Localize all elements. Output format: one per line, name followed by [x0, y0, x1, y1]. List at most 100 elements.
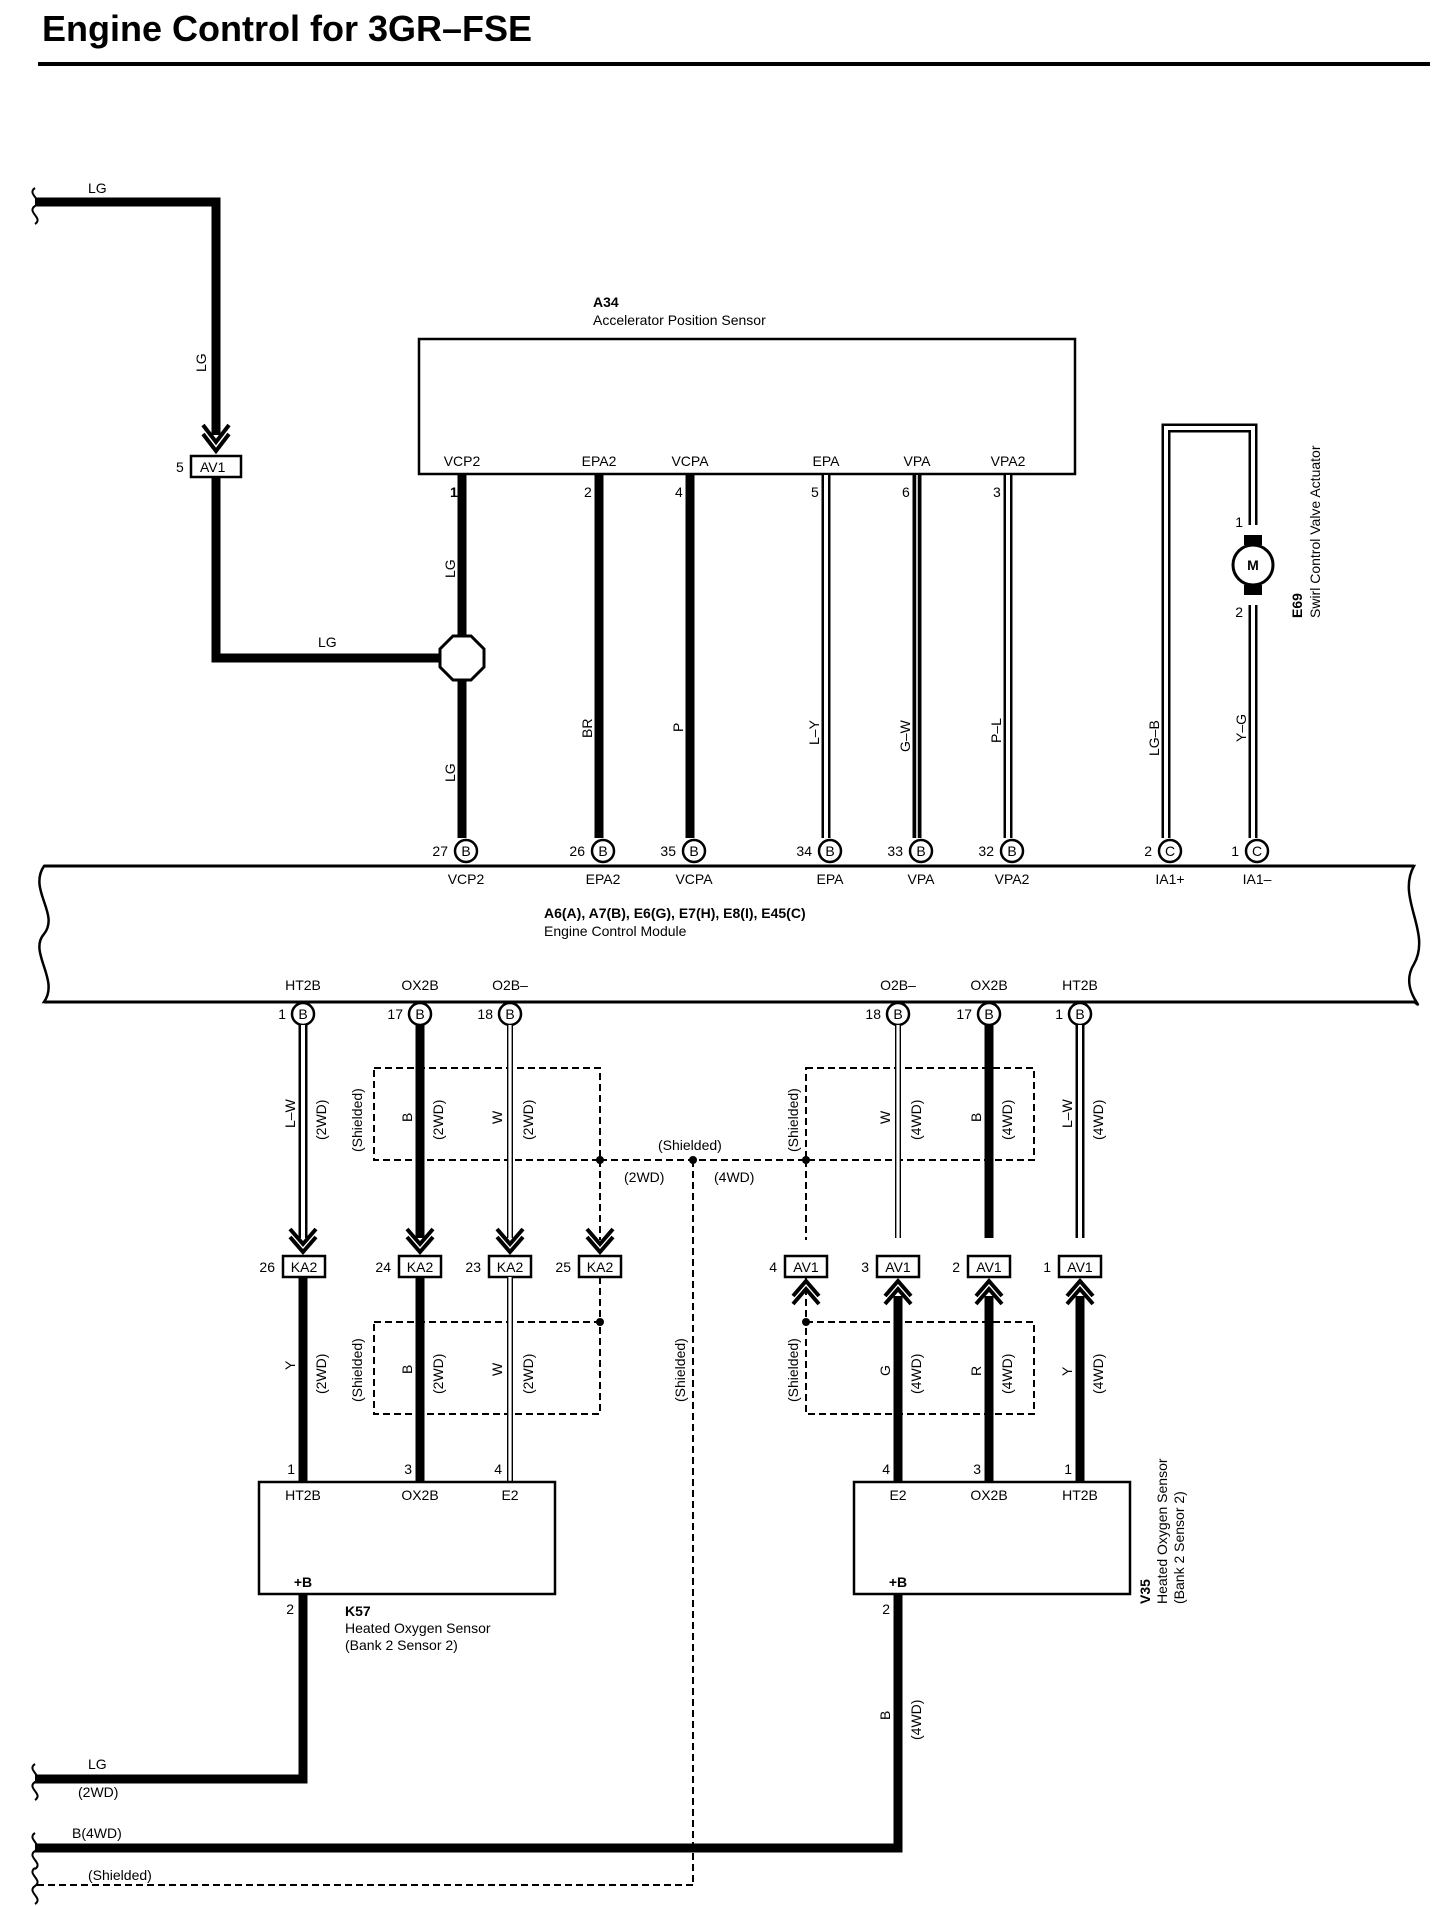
- svg-text:B: B: [598, 843, 607, 859]
- connector-av1-top-label: AV1: [200, 459, 226, 475]
- note-4wd-center: (4WD): [714, 1169, 754, 1185]
- svg-text:23: 23: [465, 1259, 481, 1275]
- wire-color-b-right: B: [968, 1113, 984, 1122]
- shield-drain-lines: [599, 1159, 807, 1885]
- svg-text:B: B: [825, 843, 834, 859]
- wire-color-b-left: B: [399, 1113, 415, 1122]
- k57-pin-4: 4: [494, 1461, 502, 1477]
- svg-text:B: B: [916, 843, 925, 859]
- shield-box-upper-left: [373, 1067, 601, 1161]
- connector-ka2-26: KA2 26: [259, 1254, 327, 1279]
- ka2-arrow-24: [405, 1227, 435, 1256]
- v35-sub: (Bank 2 Sensor 2): [1171, 1491, 1187, 1604]
- shield-label-bottom: (Shielded): [88, 1867, 152, 1883]
- svg-text:B: B: [298, 1006, 307, 1022]
- wire-color-vcp2-upper: LG: [442, 559, 458, 578]
- e69-name: Swirl Control Valve Actuator: [1307, 445, 1323, 618]
- wire-color-l-w-right: L–W: [1059, 1098, 1075, 1128]
- note-2wd-y: (2WD): [313, 1354, 329, 1394]
- lg-b-wire-inner: [1164, 426, 1255, 838]
- k57-pin-3: 3: [404, 1461, 412, 1477]
- b-4wd-wire: [35, 1594, 903, 1853]
- svg-text:1: 1: [1043, 1259, 1051, 1275]
- svg-text:O2B–: O2B–: [492, 977, 528, 993]
- shield-node-right: [802, 1156, 810, 1164]
- note-2wd-center: (2WD): [624, 1169, 664, 1185]
- svg-text:IA1–: IA1–: [1243, 871, 1272, 887]
- connector-ka2-24: KA2 24: [375, 1254, 443, 1279]
- svg-text:B: B: [461, 843, 470, 859]
- svg-text:B: B: [1007, 843, 1016, 859]
- wire-color-b-4wd: B(4WD): [72, 1825, 122, 1841]
- lg-feed-wire: [35, 197, 221, 435]
- svg-text:AV1: AV1: [1067, 1259, 1093, 1275]
- svg-text:C: C: [1165, 843, 1175, 859]
- wire-color-g: G: [877, 1365, 893, 1376]
- wire-color-w-left-lower: W: [489, 1362, 505, 1376]
- a34-pin-3: 3: [993, 484, 1001, 500]
- connector-av1-1: AV1 1: [1043, 1254, 1103, 1279]
- lg-2wd-wire: [35, 1594, 308, 1784]
- shield-label-upper-left: (Shielded): [349, 1088, 365, 1152]
- wire-color-l-w-left: L–W: [282, 1098, 298, 1128]
- v35-terminal-ht2b: HT2B: [1062, 1487, 1098, 1503]
- wire-color-b-v35: B: [877, 1711, 893, 1720]
- k57-terminal-plus-b: +B: [294, 1574, 312, 1590]
- ka2-arrow-26: [288, 1227, 318, 1256]
- wire-color-p: P: [670, 723, 686, 732]
- svg-text:AV1: AV1: [793, 1259, 819, 1275]
- svg-text:1: 1: [1231, 843, 1239, 859]
- svg-text:VPA: VPA: [908, 871, 936, 887]
- shield-label-center: (Shielded): [658, 1137, 722, 1153]
- wire-color-lg-bottom: LG: [88, 1756, 107, 1772]
- ecm-bottom-pin-o2b-left: O2B– B 18: [477, 977, 528, 1027]
- a34-sensor-box: [417, 337, 1077, 476]
- shield-node-center: [689, 1156, 697, 1164]
- note-4wd-y: (4WD): [1090, 1354, 1106, 1394]
- v35-pin-4: 4: [882, 1461, 890, 1477]
- svg-text:35: 35: [660, 843, 676, 859]
- shield-label-lower-right: (Shielded): [785, 1338, 801, 1402]
- motor-label: M: [1247, 557, 1259, 573]
- svg-text:25: 25: [555, 1259, 571, 1275]
- ecm-top-pin-vpa2: B 32 VPA2: [978, 838, 1030, 887]
- a34-terminal-epa2: EPA2: [582, 453, 617, 469]
- svg-text:B: B: [1075, 1006, 1084, 1022]
- a34-pin-2: 2: [584, 484, 592, 500]
- v35-terminal-e2: E2: [889, 1487, 906, 1503]
- note-4wd-l-w: (4WD): [1090, 1100, 1106, 1140]
- note-2wd-bottom: (2WD): [78, 1784, 118, 1800]
- lg-wire-to-splice: [211, 477, 445, 663]
- wire-color-lg-horizontal: LG: [318, 634, 337, 650]
- ecm-top-pin-epa2: B 26 EPA2: [569, 838, 621, 887]
- note-4wd-v35: (4WD): [908, 1700, 924, 1740]
- svg-text:26: 26: [569, 843, 585, 859]
- motor-symbol: [1231, 543, 1275, 587]
- shield-box-lower-right: [805, 1321, 1035, 1415]
- wire-break-mark-b: [31, 1832, 39, 1870]
- ka2-arrow-23: [495, 1227, 525, 1256]
- a34-terminal-vcpa: VCPA: [671, 453, 709, 469]
- ecm-bottom-pin-ox2b-right: OX2B B 17: [956, 977, 1008, 1027]
- wire-color-y-left: Y: [282, 1360, 298, 1370]
- page-title: Engine Control for 3GR–FSE: [42, 8, 533, 49]
- svg-text:KA2: KA2: [407, 1259, 434, 1275]
- e69-pin-1: 1: [1235, 514, 1243, 530]
- wire-color-b-left-lower: B: [399, 1365, 415, 1374]
- svg-text:KA2: KA2: [291, 1259, 318, 1275]
- shield-node-lower-left: [596, 1318, 604, 1326]
- wire-color-r: R: [968, 1366, 984, 1376]
- svg-text:EPA2: EPA2: [586, 871, 621, 887]
- note-2wd-b: (2WD): [430, 1100, 446, 1140]
- k57-name: Heated Oxygen Sensor: [345, 1620, 491, 1636]
- svg-text:2: 2: [952, 1259, 960, 1275]
- k57-pin-1: 1: [287, 1461, 295, 1477]
- note-4wd-r: (4WD): [999, 1354, 1015, 1394]
- av1-arrow-3: [883, 1277, 913, 1306]
- e69-code: E69: [1289, 593, 1305, 618]
- a34-terminal-vpa: VPA: [904, 453, 932, 469]
- a34-pin-5: 5: [811, 484, 819, 500]
- svg-text:VCPA: VCPA: [675, 871, 713, 887]
- k57-sensor-box: [257, 1480, 557, 1596]
- svg-text:B: B: [984, 1006, 993, 1022]
